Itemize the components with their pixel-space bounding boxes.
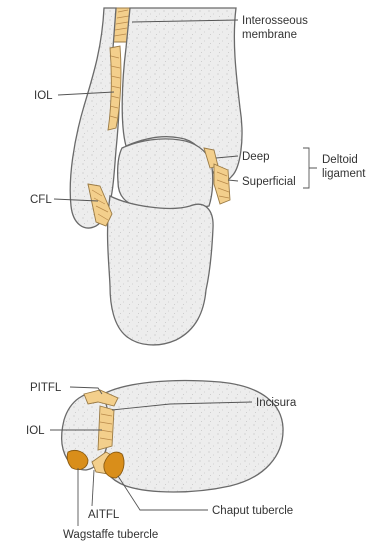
iol-ligament-bottom bbox=[98, 406, 114, 450]
iol-top-label: IOL bbox=[34, 90, 53, 102]
calcaneus bbox=[108, 196, 214, 345]
wagstaffe-label: Wagstaffe tubercle bbox=[63, 529, 158, 541]
tibia-cross-section bbox=[95, 381, 284, 492]
axial-view: PITFL Incisura IOL Chaput tubercle AITFL… bbox=[26, 381, 297, 541]
deltoid-label-line1: Deltoid bbox=[322, 154, 358, 166]
interosseous-label-line2: membrane bbox=[242, 29, 297, 41]
anterior-view: Interosseous membrane IOL Deep Superfici… bbox=[30, 8, 366, 345]
deltoid-label-line2: ligament bbox=[322, 168, 366, 180]
interosseous-label-line1: Interosseous bbox=[242, 15, 308, 27]
iol-bottom-label: IOL bbox=[26, 425, 45, 437]
cfl-label: CFL bbox=[30, 194, 52, 206]
aitfl-leader bbox=[92, 470, 94, 506]
deltoid-bracket bbox=[303, 148, 317, 188]
talus bbox=[118, 139, 213, 209]
chaput-label: Chaput tubercle bbox=[212, 505, 293, 517]
aitfl-label: AITFL bbox=[88, 509, 120, 521]
pitfl-label: PITFL bbox=[30, 382, 62, 394]
incisura-label: Incisura bbox=[256, 397, 297, 409]
superficial-leader bbox=[228, 180, 238, 181]
deep-label: Deep bbox=[242, 151, 270, 163]
superficial-label: Superficial bbox=[242, 176, 296, 188]
